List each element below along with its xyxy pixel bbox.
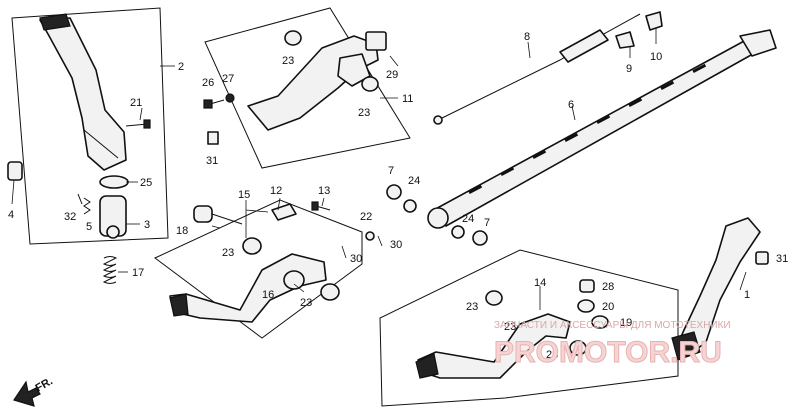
bolt-31-right bbox=[755, 251, 769, 265]
front-direction-indicator: FR. bbox=[13, 375, 55, 407]
pin-29 bbox=[389, 55, 399, 67]
washer-24-top bbox=[403, 199, 417, 213]
cable-fitting-9 bbox=[615, 31, 635, 49]
kick-return-spring bbox=[102, 256, 118, 284]
callout-6: 6 bbox=[568, 99, 574, 111]
brake-pedal-lower bbox=[169, 253, 327, 323]
collar-23-gs-top bbox=[485, 290, 503, 306]
callout-4: 4 bbox=[8, 209, 14, 221]
washer-24-lower bbox=[451, 225, 465, 239]
front-arrow-icon bbox=[13, 380, 41, 407]
bushing-16 bbox=[283, 270, 305, 290]
callout-31b: 31 bbox=[776, 253, 788, 265]
callout-23g: 23 bbox=[504, 321, 516, 333]
callout-labels: 1 2 3 4 5 6 7 7 8 9 10 11 12 13 14 15 16… bbox=[8, 31, 788, 361]
collar-23-left bbox=[242, 237, 262, 255]
callout-28: 28 bbox=[602, 281, 614, 293]
callout-23f: 23 bbox=[546, 349, 558, 361]
callout-9: 9 bbox=[626, 63, 632, 75]
callout-25: 25 bbox=[140, 177, 152, 189]
collar-23-mid bbox=[361, 76, 379, 92]
callout-11: 11 bbox=[402, 93, 413, 105]
washer-27 bbox=[225, 93, 235, 103]
callout-26: 26 bbox=[202, 77, 214, 89]
kick-shaft-boss bbox=[99, 195, 127, 239]
callout-14: 14 bbox=[534, 277, 546, 289]
nut-7-lower bbox=[472, 230, 488, 246]
kick-starter-group-box bbox=[11, 7, 169, 245]
callout-23d: 23 bbox=[300, 297, 312, 309]
brake-pedal-assembly-box bbox=[154, 199, 363, 339]
seal-19 bbox=[591, 315, 609, 329]
callout-23a: 23 bbox=[282, 55, 294, 67]
gearshift-pedal bbox=[415, 313, 571, 379]
brake-arm-upper bbox=[247, 31, 387, 131]
callout-8: 8 bbox=[524, 31, 530, 43]
watermark-brand: PROMOTOR.RU bbox=[494, 336, 722, 369]
collar-23-right bbox=[320, 283, 340, 301]
bracket-12 bbox=[271, 203, 297, 221]
leader-lines bbox=[11, 28, 747, 310]
callout-22: 22 bbox=[360, 211, 372, 223]
front-label: FR. bbox=[34, 375, 55, 394]
watermark: ЗАПЧАСТИ И АКСЕССУАРЫ ДЛЯ МОТОТЕХНИКИ PR… bbox=[494, 320, 731, 370]
collar-23-gs-bottom bbox=[569, 340, 587, 356]
kick-arm-right bbox=[671, 217, 761, 361]
callout-24b: 24 bbox=[462, 213, 474, 225]
callout-20: 20 bbox=[602, 301, 614, 313]
pivot-bolt-18 bbox=[193, 205, 243, 225]
callout-5: 5 bbox=[86, 221, 92, 233]
callout-12: 12 bbox=[270, 185, 282, 197]
kick-starter-arm bbox=[39, 13, 127, 171]
callout-3: 3 bbox=[144, 219, 150, 231]
callout-29: 29 bbox=[386, 69, 398, 81]
callout-32: 32 bbox=[64, 211, 76, 223]
cable-clip-10 bbox=[645, 11, 663, 31]
washer-22 bbox=[365, 231, 375, 241]
brake-cable bbox=[433, 13, 641, 125]
nut-7-top bbox=[386, 184, 402, 200]
callout-18: 18 bbox=[176, 225, 188, 237]
callout-13: 13 bbox=[318, 185, 330, 197]
callout-10: 10 bbox=[650, 51, 662, 63]
small-pin-32 bbox=[77, 193, 83, 205]
bolt-13 bbox=[311, 201, 331, 211]
cotter-pin-30-a bbox=[341, 245, 347, 259]
callout-21: 21 bbox=[130, 97, 142, 109]
cotter-pin-30-b bbox=[377, 235, 383, 247]
rear-brake-pedal-group-box bbox=[204, 7, 411, 169]
kick-pivot-bolt bbox=[7, 161, 23, 181]
watermark-caption: ЗАПЧАСТИ И АКСЕССУАРЫ ДЛЯ МОТОТЕХНИКИ bbox=[494, 320, 731, 331]
spring-5 bbox=[83, 197, 91, 215]
callout-16: 16 bbox=[262, 289, 274, 301]
cap-28 bbox=[579, 279, 595, 293]
bushing-20 bbox=[577, 299, 595, 313]
bolt-31-top bbox=[207, 131, 219, 145]
kick-arm-ring bbox=[99, 175, 129, 189]
bolt-26 bbox=[203, 99, 225, 109]
callout-24a: 24 bbox=[408, 175, 420, 187]
callout-7a: 7 bbox=[388, 165, 394, 177]
callout-2: 2 bbox=[178, 61, 184, 73]
callout-1: 1 bbox=[744, 289, 750, 301]
collar-23-top bbox=[284, 30, 302, 46]
brake-rod bbox=[427, 29, 777, 229]
callout-17: 17 bbox=[132, 267, 144, 279]
callout-19: 19 bbox=[620, 317, 632, 329]
callout-27: 27 bbox=[222, 73, 234, 85]
kick-arm-bolt bbox=[125, 119, 151, 129]
callout-30b: 30 bbox=[390, 239, 402, 251]
callout-30a: 30 bbox=[350, 253, 362, 265]
callout-31a: 31 bbox=[206, 155, 218, 167]
callout-23c: 23 bbox=[222, 247, 234, 259]
callout-15: 15 bbox=[238, 189, 250, 201]
callout-23b: 23 bbox=[358, 107, 370, 119]
callout-7b: 7 bbox=[484, 217, 490, 229]
gearshift-pedal-group-box bbox=[379, 249, 679, 407]
callout-23e: 23 bbox=[466, 301, 478, 313]
